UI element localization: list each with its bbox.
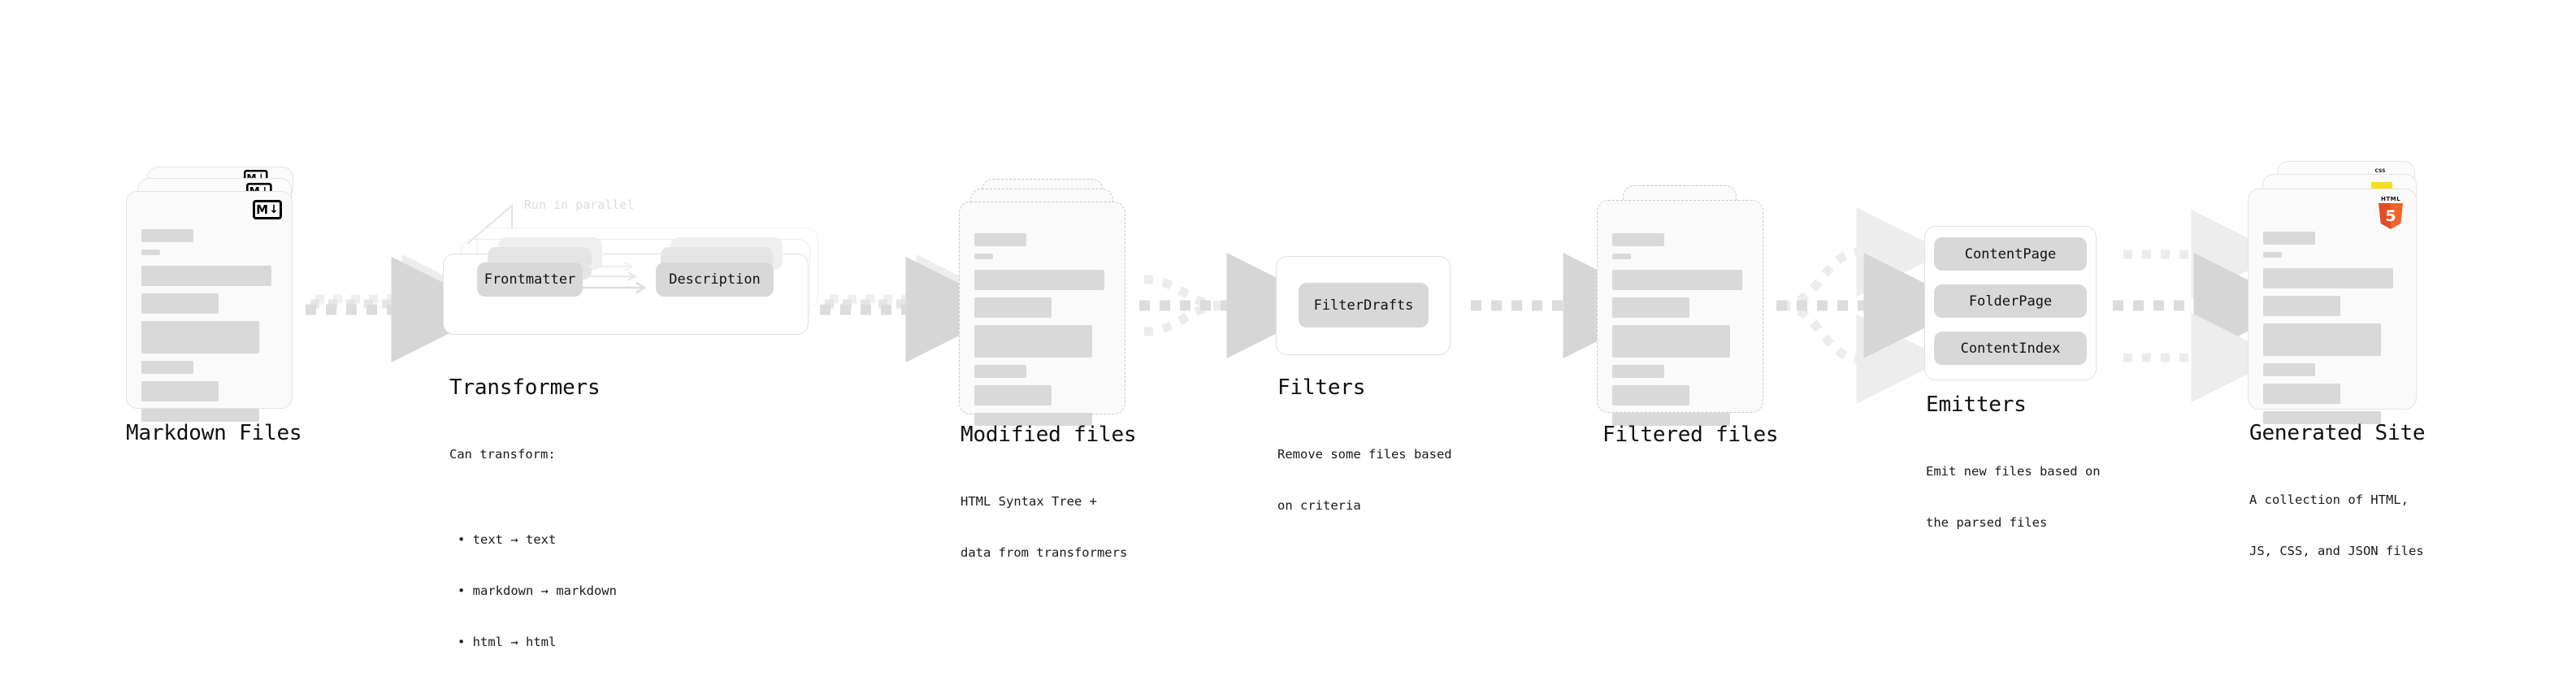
chip-description[interactable]: Description [656,262,774,297]
doc-line [1612,254,1631,259]
modified-file-stack [959,179,1134,426]
doc-line [141,249,160,255]
doc-line [974,297,1052,318]
modified-placeholder-lines [974,233,1112,433]
doc-line [1612,385,1689,406]
connector-filtered-to-emitters [1776,207,1970,404]
generated-placeholder-lines [2263,232,2403,432]
stage-generated-site: CSS HTML 5 [2248,161,2426,424]
caption-line: JS, CSS, and JSON files [2249,544,2424,558]
stage-title-generated-site: Generated Site [2249,421,2426,445]
markdown-card-front: M↓ [126,191,293,422]
doc-line [974,413,1092,426]
markdown-placeholder-lines [141,229,279,429]
doc-line [1612,325,1730,358]
markdown-icon: M↓ [253,200,282,219]
caption-line: on criteria [1277,498,1361,513]
doc-line [974,365,1026,378]
connector-emitters-to-site [2113,210,2300,402]
stage-caption-modified-files: HTML Syntax Tree + data from transformer… [961,459,1127,596]
caption-line: Remove some files based [1277,447,1452,462]
caption-line: the parsed files [1926,515,2048,530]
chip-contentpage[interactable]: ContentPage [1934,237,2087,271]
modified-card-front [959,202,1125,426]
chip-filterdrafts[interactable]: FilterDrafts [1299,283,1429,327]
doc-line [974,325,1092,358]
doc-line [141,293,219,314]
filtered-placeholder-lines [1612,233,1750,433]
doc-line [141,229,193,242]
caption-bullet: • markdown → markdown [458,583,617,598]
doc-line [2263,384,2340,404]
chip-label: Description [669,271,761,288]
filtered-file-stack [1597,185,1772,429]
stage-modified-files [959,179,1134,426]
stage-title-transformers: Transformers [449,375,601,400]
doc-line [1612,233,1664,246]
stage-caption-emitters: Emit new files based on the parsed files [1926,429,2101,566]
doc-line [1612,297,1689,318]
doc-line [974,270,1104,290]
doc-line [2263,296,2340,316]
caption-line: Emit new files based on [1926,464,2101,479]
markdown-letter: M [256,202,269,217]
generated-file-stack: CSS HTML 5 [2248,161,2426,424]
doc-line [2263,268,2393,288]
html5-shield: 5 [2379,203,2403,229]
caption-line: A collection of HTML, [2249,492,2409,507]
generated-card-front: HTML 5 [2248,189,2417,424]
markdown-arrow: ↓ [257,173,265,182]
connector-markdown-to-transformers [306,254,497,362]
markdown-arrow: ↓ [269,203,279,216]
stage-caption-filters: Remove some files based on criteria [1277,412,1452,549]
chip-contentindex[interactable]: ContentIndex [1934,332,2087,365]
run-in-parallel-label: Run in parallel [524,197,635,212]
html5-number: 5 [2385,206,2396,225]
stage-filtered-files [1597,185,1772,429]
doc-line [141,381,219,401]
caption-line: HTML Syntax Tree + [961,494,1097,509]
doc-line [2263,411,2381,424]
caption-bullet: • text → text [458,532,557,547]
connector-transformers-to-modified [820,254,1012,362]
doc-line [974,254,993,259]
doc-line [141,361,193,374]
doc-line [141,266,271,286]
caption-bullet: • html → html [458,635,557,649]
stage-title-emitters: Emitters [1926,393,2027,417]
stage-title-markdown-files: Markdown Files [126,421,302,445]
doc-line [2263,252,2282,258]
doc-line [1612,365,1664,378]
doc-line [2263,323,2381,356]
caption-line: data from transformers [961,545,1128,560]
transformers-inner-arrows [583,261,647,294]
filtered-card-front [1597,200,1763,426]
caption-heading: Can transform: [449,447,556,462]
stage-title-filtered-files: Filtered files [1602,423,1779,447]
doc-line [974,233,1026,246]
chip-label: ContentPage [1964,245,2057,262]
html5-caption: HTML [2380,196,2401,202]
chip-label: FolderPage [1968,293,2053,310]
stage-markdown-files: M↓ M↓ M↓ [126,167,301,422]
stage-caption-generated-site: A collection of HTML, JS, CSS, and JSON … [2249,458,2424,594]
chip-label: FilterDrafts [1313,297,1414,314]
doc-line [2263,363,2315,376]
chip-label: ContentIndex [1960,340,2061,357]
chip-folderpage[interactable]: FolderPage [1934,284,2087,318]
markdown-file-stack: M↓ M↓ M↓ [126,167,301,422]
stage-caption-transformers: Can transform: • text → text • markdown … [449,412,617,681]
doc-line [2263,232,2315,245]
chip-label: Frontmatter [484,271,576,288]
connector-modified-to-filters [1139,253,1333,358]
doc-line [141,321,259,354]
html5-icon: HTML 5 [2377,196,2405,229]
doc-line [974,385,1052,406]
stage-title-modified-files: Modified files [961,423,1137,447]
chip-frontmatter[interactable]: Frontmatter [477,262,583,297]
doc-line [1612,413,1730,426]
stage-title-filters: Filters [1277,375,1366,400]
doc-line [1612,270,1742,290]
doc-line [141,409,259,422]
